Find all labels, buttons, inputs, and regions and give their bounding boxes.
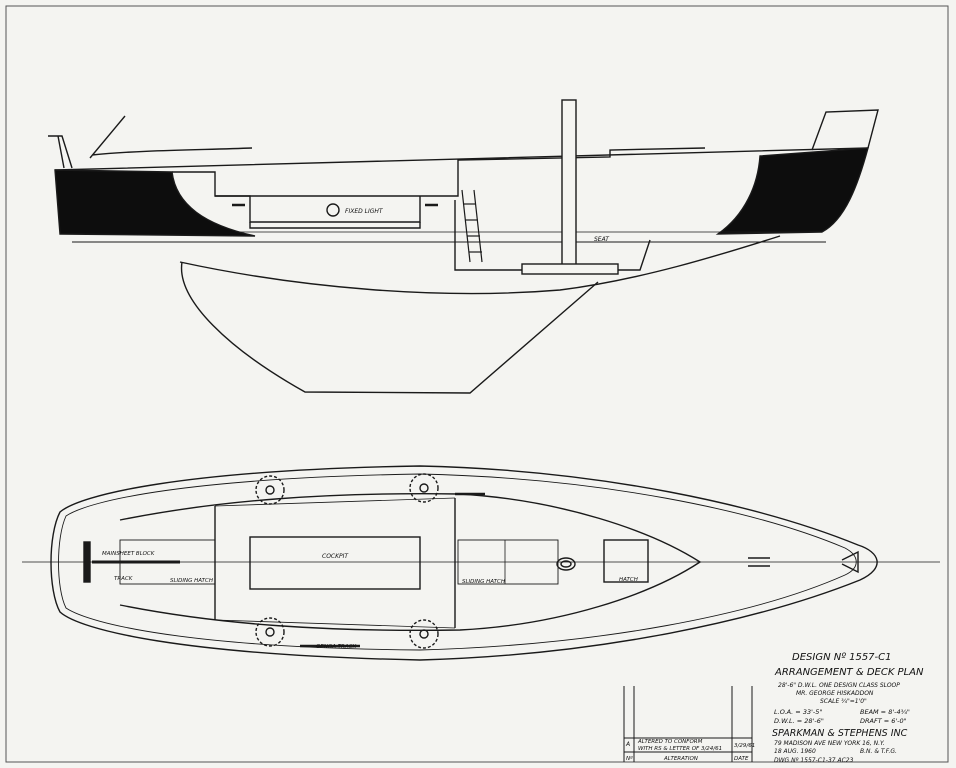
mainsheet-track [83,541,91,583]
revision-a-text-1: ALTERED TO CONFORM [637,739,703,745]
mainsheet-block-label-1: MAINSHEET BLOCK [102,551,155,557]
genoa-track-label: GENOA TRACK [316,644,356,650]
sheet-border [5,5,949,763]
class-line: 28'-6" D.W.L. ONE DESIGN CLASS SLOOP [778,682,900,689]
deck-plan-labels: MAINSHEET BLOCK TRACK SLIDING HATCH COCK… [102,551,638,650]
mast-step [521,263,619,275]
revision-block [623,686,753,762]
profile-view [48,99,879,394]
cockpit-label: COCKPIT [322,553,349,560]
revision-a-text-2: WITH RS & LETTER OF 3/24/61 [638,746,722,752]
dwl: D.W.L. = 28'-6" [774,717,824,725]
hull-underbody [179,235,781,295]
cabin-house-outline [119,493,702,632]
mast-partner [556,557,576,571]
drawing-date: 18 AUG. 1960 [774,748,816,755]
deck-outline [50,465,878,661]
forward-hatch [603,539,649,583]
sheer-line [54,147,869,171]
cockpit-box [249,536,421,590]
sliding-hatch-fwd-label: SLIDING HATCH [462,579,505,585]
winch-port-fwd [409,473,439,503]
mast [561,99,577,273]
companion-ladder [461,189,483,263]
stern-pulpit [48,135,73,169]
revision-a-letter: A [625,741,630,748]
seat-label: SEAT [594,236,610,243]
revision-header-alteration: ALTERATION [663,756,698,762]
beam: BEAM = 8'-4¾" [860,708,910,716]
scale-line: SCALE ¾"=1'0" [820,698,867,705]
sliding-hatch-aft-label: SLIDING HATCH [170,578,213,584]
cabin-interior [454,200,651,271]
stern-topside-section [54,169,256,237]
toe-rail [58,473,857,651]
deck-plan-view [22,465,940,661]
winch-stbd-aft [255,617,285,647]
drafter-initials: B.N. & T.F.G. [860,748,897,755]
bow-pulpit [811,109,879,151]
revision-header-date: DATE [734,756,749,762]
bow-topside-section [715,147,869,235]
hatch-label: HATCH [619,577,638,583]
revision-header-no: Nº [626,755,633,762]
draft: DRAFT = 6'-0" [860,717,907,725]
firm-name: SPARKMAN & STEPHENS INC [772,728,908,739]
firm-address: 79 MADISON AVE NEW YORK 16, N.Y. [774,740,885,747]
loa: L.O.A. = 33'-5" [774,708,822,716]
winch-stbd-fwd [409,619,439,649]
revision-text: A ALTERED TO CONFORM WITH RS & LETTER OF… [625,739,755,762]
drawing-number: DWG Nº 1557-C1-37 AC23 [774,757,854,764]
cockpit-well [215,195,421,223]
mainsheet-block-label-2: TRACK [114,576,133,582]
keel-outline [180,261,599,394]
cabin-trunk [172,147,706,197]
fixed-light-port [326,203,340,217]
tiller [89,115,253,159]
fixed-light-label: FIXED LIGHT [345,208,384,215]
design-number: DESIGN Nº 1557-C1 [792,652,892,663]
title-block: DESIGN Nº 1557-C1 ARRANGEMENT & DECK PLA… [772,652,924,764]
winch-port-aft [255,475,285,505]
owner-line: MR. GEORGE HISKADDON [796,690,874,697]
revision-a-date: 3/29/61 [734,743,755,749]
drawing-title: ARRANGEMENT & DECK PLAN [774,667,924,678]
